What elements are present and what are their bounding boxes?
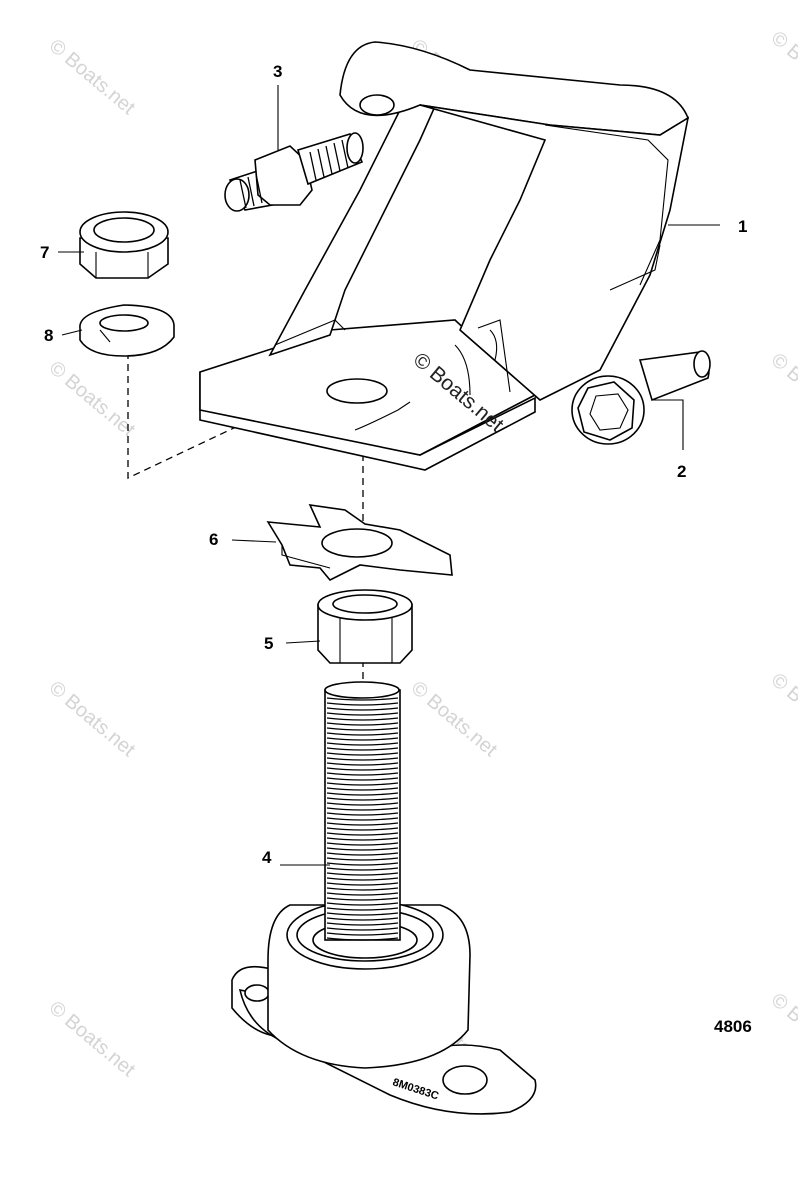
leader-6 (231, 539, 277, 543)
diagram-number: 4806 (714, 1017, 752, 1036)
leader-5 (285, 640, 321, 644)
lock-washer (79, 304, 175, 357)
callout-8: 8 (44, 326, 53, 345)
watermark-11: © Boats.net (767, 989, 798, 1073)
tab-washer (266, 504, 453, 581)
callout-2: 2 (677, 462, 686, 481)
lock-nut (79, 211, 169, 279)
mount-bracket (199, 41, 690, 471)
engine-mount: 8M0383C (231, 681, 537, 1115)
hex-nut (317, 589, 413, 664)
leader-lines (58, 85, 720, 866)
callout-6: 6 (209, 530, 218, 549)
callout-4: 4 (262, 848, 272, 867)
watermark-5: © Boats.net (767, 349, 798, 433)
watermark-8: © Boats.net (767, 669, 798, 753)
stud (224, 132, 364, 212)
callout-1: 1 (738, 217, 747, 236)
leader-8 (61, 329, 83, 336)
watermark-3: © Boats.net (767, 27, 798, 111)
watermark-9: © Boats.net (45, 997, 140, 1081)
callout-5: 5 (264, 634, 273, 653)
flange-bolt (571, 350, 711, 445)
watermark-4: © Boats.net (45, 357, 140, 441)
callouts: 1 2 3 4 5 6 7 8 4806 (40, 62, 752, 1036)
callout-3: 3 (273, 62, 282, 81)
stud-threads (326, 697, 399, 941)
callout-7: 7 (40, 243, 49, 262)
leader-2 (652, 399, 684, 450)
watermark-7: © Boats.net (407, 677, 502, 761)
watermark-1: © Boats.net (45, 35, 140, 119)
watermark-6: © Boats.net (45, 677, 140, 761)
